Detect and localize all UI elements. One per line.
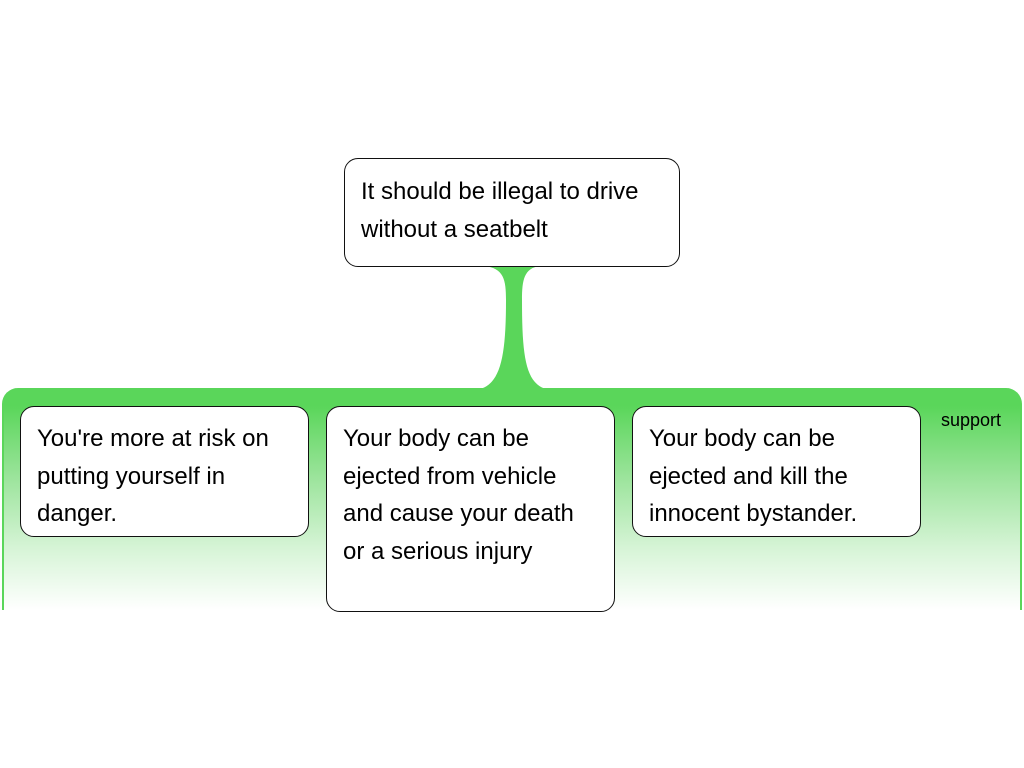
reason-node-2[interactable]: Your body can be ejected from vehicle an…	[326, 406, 615, 612]
relation-label: support	[941, 410, 1002, 430]
support-connector	[474, 266, 552, 390]
reason-node-3[interactable]: Your body can be ejected and kill the in…	[632, 406, 921, 537]
reason-node-1[interactable]: You're more at risk on putting yourself …	[20, 406, 309, 537]
claim-node[interactable]: It should be illegal to drive without a …	[344, 158, 680, 267]
